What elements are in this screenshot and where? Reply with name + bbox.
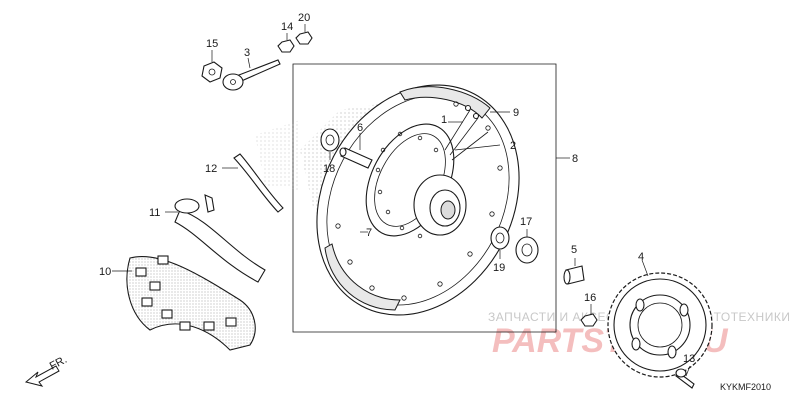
wheel-hub: [365, 123, 467, 239]
callout-10: 10: [99, 266, 111, 278]
diagram-code: KYKMF2010: [720, 382, 771, 392]
callout-3: 3: [244, 47, 250, 59]
callout-7: 7: [366, 227, 372, 239]
inner-tube: [174, 194, 266, 283]
spokes: [444, 104, 489, 161]
callout-12: 12: [205, 163, 217, 175]
axle-adjuster: [222, 59, 281, 91]
axle-collar: [339, 147, 373, 169]
callout-14: 14: [281, 21, 293, 33]
callout-1: 1: [441, 114, 447, 126]
callout-2: 2: [510, 140, 516, 152]
callout-13: 13: [683, 353, 695, 365]
callout-9: 9: [513, 107, 519, 119]
oil-seal-17: [515, 236, 539, 264]
bearing-18: [320, 128, 340, 152]
callout-4-leader: [641, 259, 649, 277]
collar-5: [563, 265, 585, 285]
rim-strip: [233, 153, 284, 213]
callout-20: 20: [298, 12, 310, 24]
callout-18: 18: [323, 163, 335, 175]
front-direction-arrow: FR.: [24, 354, 69, 387]
callout-3-leader: [247, 57, 251, 69]
sprocket: [607, 272, 713, 378]
callout-8: 8: [572, 153, 578, 165]
nut-14: [277, 39, 295, 53]
callout-2-leader: [454, 144, 501, 151]
callout-17: 17: [520, 216, 532, 228]
wheel-assembly-outline: [292, 63, 557, 333]
callout-19: 19: [493, 262, 505, 274]
callout-4: 4: [638, 251, 644, 263]
nut-16: [580, 313, 598, 327]
callout-15: 15: [206, 38, 218, 50]
bearing-19: [490, 226, 510, 250]
nut-20: [295, 31, 313, 45]
direction-label: FR.: [48, 354, 69, 373]
callout-16: 16: [584, 292, 596, 304]
callout-13-leader: [685, 365, 691, 377]
nut-15: [201, 61, 223, 83]
callout-5: 5: [571, 244, 577, 256]
callout-6: 6: [357, 122, 363, 134]
callout-11: 11: [149, 207, 160, 219]
bolt-13: [675, 368, 695, 389]
tire: [126, 255, 256, 351]
